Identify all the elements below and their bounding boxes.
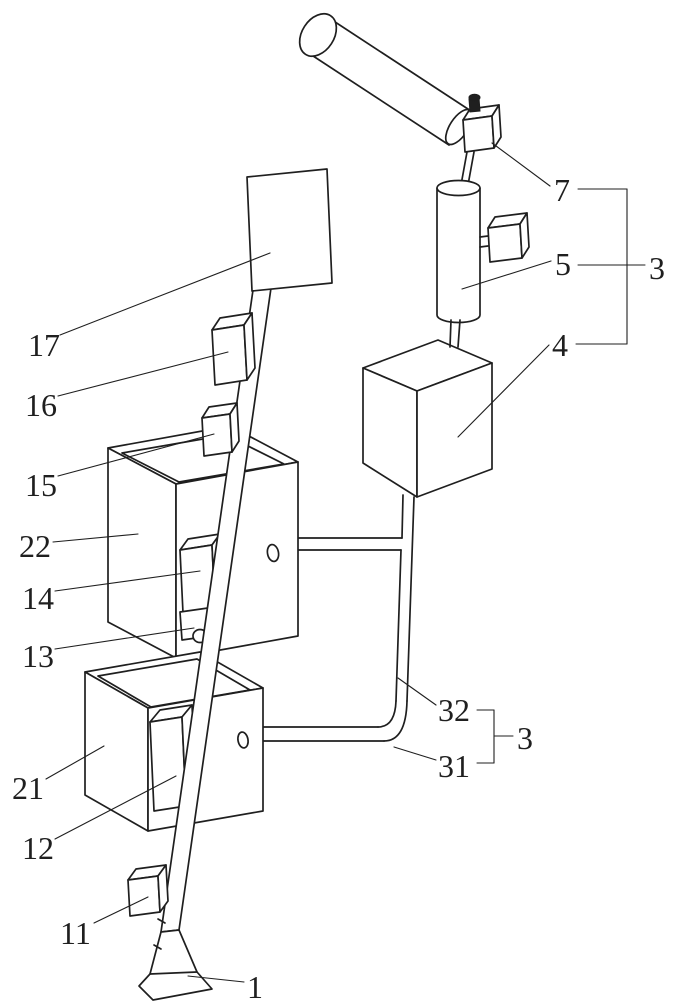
label-7: 7 [554, 172, 570, 208]
box-16 [211, 312, 256, 386]
leader-16 [57, 351, 229, 397]
label-14: 14 [22, 580, 54, 616]
pole-ankle-line [149, 971, 198, 975]
leader-15 [57, 433, 215, 477]
box-4-right-face [416, 362, 493, 498]
label-11: 11 [60, 915, 91, 951]
housing-22-inner-rim [121, 434, 285, 483]
bracket-3-bottom [476, 709, 514, 764]
side-box-connector-top [479, 235, 489, 238]
box-15 [201, 402, 240, 457]
elbow-inner-curve [377, 700, 397, 728]
label-3-bottom: 3 [517, 720, 533, 756]
cylinder-5 [436, 179, 481, 348]
leader-5 [461, 260, 552, 290]
label-12: 12 [22, 830, 54, 866]
leader-1 [187, 975, 245, 983]
box-15-front-face [201, 413, 233, 457]
lower-link-left-line [449, 319, 452, 348]
box-11-front-face [127, 875, 161, 917]
pole-notch-upper [157, 918, 166, 924]
side-box-front-face [487, 223, 523, 263]
label-5: 5 [555, 246, 571, 282]
leader-13 [54, 627, 195, 650]
box-15-right-face [229, 402, 240, 453]
label-21: 21 [12, 770, 44, 806]
label-22: 22 [19, 528, 51, 564]
leader-32 [397, 677, 437, 706]
top-rod-7 [298, 12, 502, 186]
leader-lines [45, 142, 552, 983]
reference-labels: 17 16 15 22 14 13 21 12 11 1 7 5 3 4 32 … [12, 172, 665, 1005]
vertical-pipe-right-line [406, 496, 415, 702]
box-11 [127, 864, 169, 917]
link-rod-right-line [467, 151, 475, 186]
box-11-right-face [157, 864, 169, 913]
vertical-pipe-left-line-upper [401, 494, 404, 539]
housing-22-port-hole [266, 543, 280, 563]
clamp-front-face [462, 115, 495, 153]
clamp-right-face [491, 104, 502, 149]
label-1: 1 [247, 969, 263, 1005]
housing-22 [107, 425, 299, 659]
box-4-left-face [362, 367, 418, 498]
label-4: 4 [552, 327, 568, 363]
label-16: 16 [25, 387, 57, 423]
housing-21-port-hole [237, 731, 249, 749]
pole-foot [138, 929, 213, 1001]
housing-21-inner-rim [97, 658, 251, 708]
leader-7 [491, 142, 551, 187]
label-13: 13 [22, 638, 54, 674]
label-17: 17 [28, 327, 60, 363]
rod-end-disc [298, 12, 338, 58]
vertical-pipe-left-line-lower [395, 549, 402, 702]
side-box-connector-bottom [479, 245, 489, 248]
label-31: 31 [438, 748, 470, 784]
elbow-outer-curve [383, 700, 408, 742]
leader-11 [93, 896, 149, 924]
bolt-cap [468, 93, 481, 102]
box-4 [362, 339, 493, 498]
leader-31 [393, 746, 437, 761]
pipe-assembly-3 [254, 494, 415, 742]
bracket-3-top [575, 188, 646, 345]
leader-4 [457, 344, 550, 438]
label-32: 32 [438, 692, 470, 728]
housing-22-left-face [107, 447, 177, 659]
label-15: 15 [25, 467, 57, 503]
label-3-top: 3 [649, 250, 665, 286]
pole-notch-lower [153, 944, 162, 950]
lower-link-right-line [457, 319, 461, 348]
leader-22 [52, 533, 139, 543]
side-box-right-face [519, 212, 530, 259]
panel-17 [246, 168, 333, 292]
cylinder-top-cap [436, 179, 481, 197]
leader-12 [54, 775, 177, 840]
panel-17-face [246, 168, 333, 292]
box-16-right-face [243, 312, 256, 381]
cylinder-body [436, 187, 481, 324]
housing-21 [84, 651, 264, 832]
leader-14 [54, 570, 201, 592]
link-rod-left-line [460, 151, 468, 186]
leader-21 [45, 745, 105, 780]
leader-17 [59, 252, 271, 336]
side-box [479, 212, 530, 263]
